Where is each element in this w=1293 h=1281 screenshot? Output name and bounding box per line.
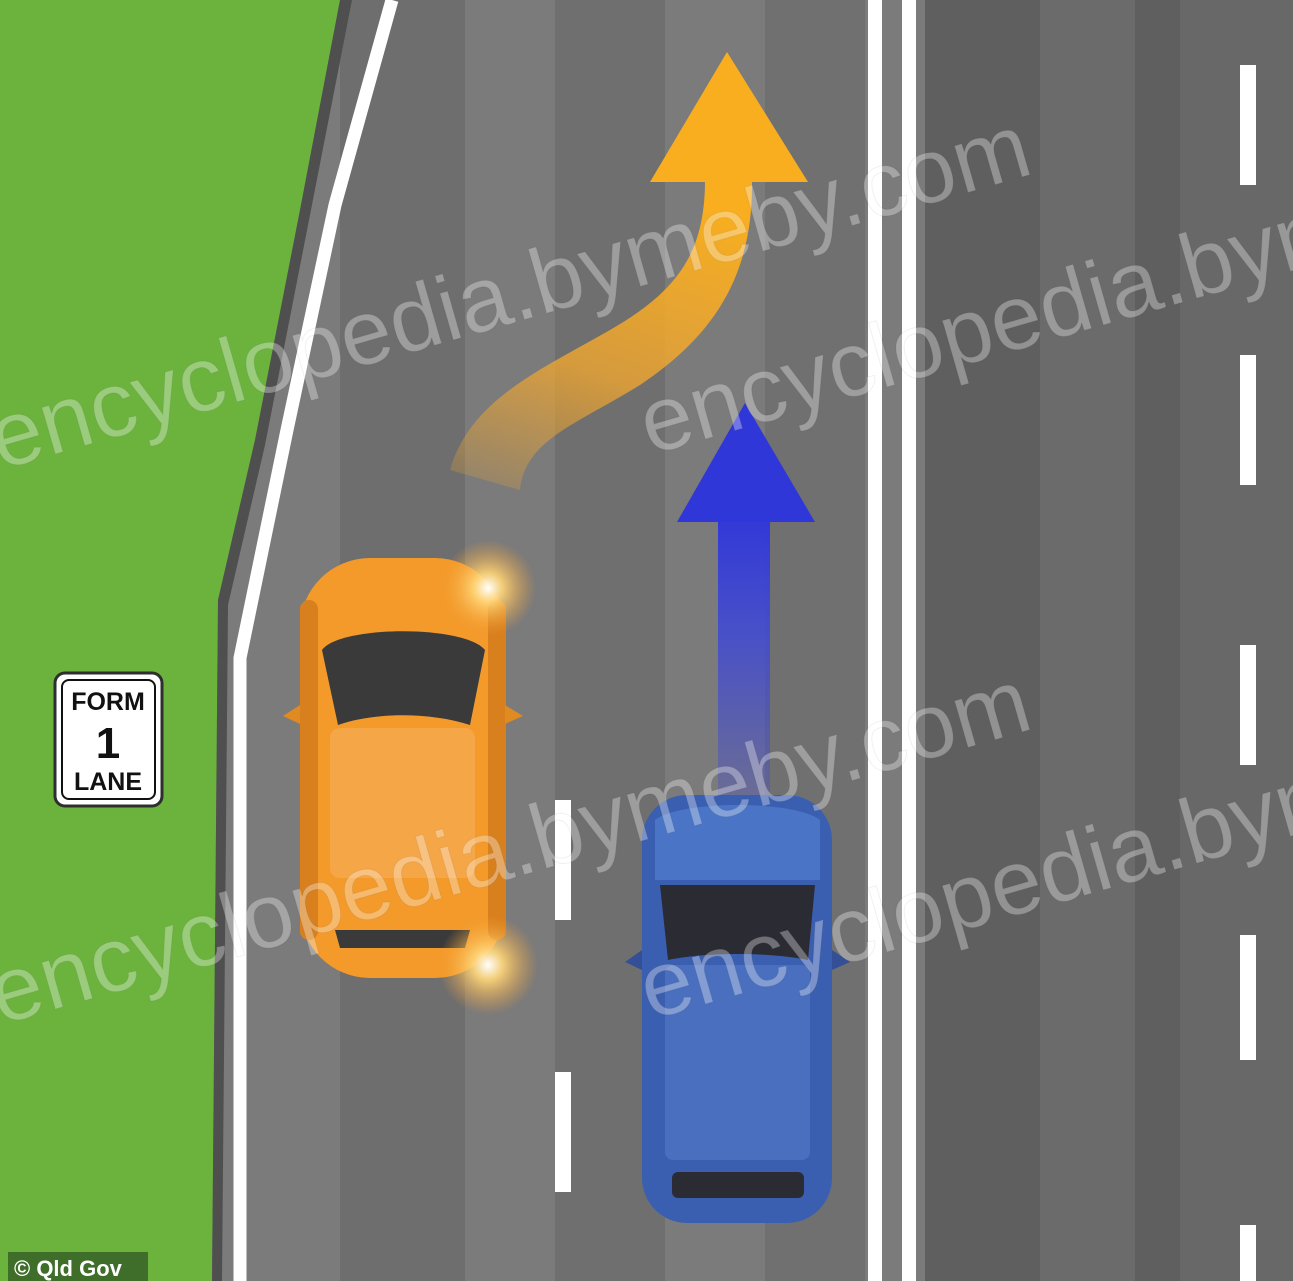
lane-dash xyxy=(1240,935,1256,1060)
lane-dash xyxy=(1240,65,1256,185)
orange-car-indicator-rear xyxy=(438,915,538,1015)
orange-car-windscreen xyxy=(322,631,485,725)
lane-dash xyxy=(1240,355,1256,485)
lane-dash xyxy=(555,1072,571,1192)
form-one-lane-sign: FORM 1 LANE xyxy=(55,673,162,806)
sign-line-2: 1 xyxy=(96,719,120,768)
sign-line-3: LANE xyxy=(74,768,142,796)
lane-dash xyxy=(1240,1225,1256,1281)
lane-dash xyxy=(1240,645,1256,765)
sign-line-1: FORM xyxy=(71,688,145,716)
blue-car-rear-window xyxy=(672,1172,804,1198)
credit-label: © Qld Gov xyxy=(14,1256,123,1281)
orange-car-indicator-front xyxy=(440,540,536,636)
lane-stripe xyxy=(1040,0,1135,1281)
